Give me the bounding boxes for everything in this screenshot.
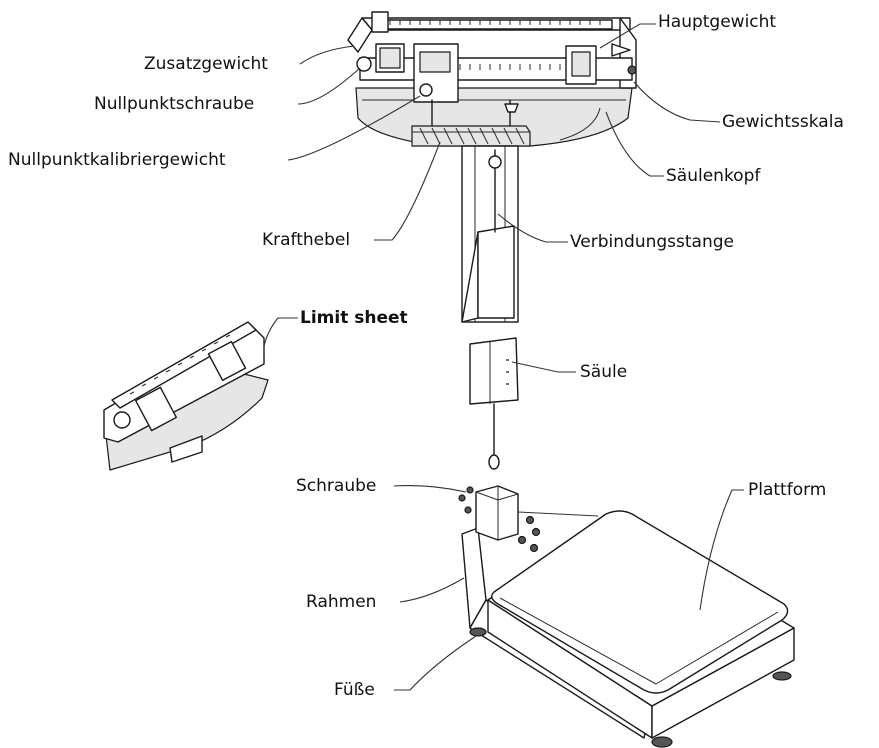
leader-zusatzgewicht [299, 45, 355, 65]
label-verbindungsstange: Verbindungsstange [570, 232, 734, 252]
leader-gewichtsskala [633, 81, 721, 123]
upper-beam [375, 19, 613, 30]
leader-nullpunktkalibriergewicht [287, 95, 421, 161]
weight-scale-ticks [459, 64, 561, 70]
label-saeulenkopf: Säulenkopf [666, 166, 761, 186]
label-saeule: Säule [580, 362, 628, 382]
label-plattform: Plattform [748, 480, 827, 500]
leader-nullpunktschraube [297, 67, 361, 105]
leader-krafthebel [374, 141, 441, 241]
fuesse-parts [469, 627, 792, 748]
saeule-part [469, 337, 519, 470]
leader-schraube-2 [517, 511, 599, 517]
label-gewichtsskala: Gewichtsskala [722, 112, 844, 132]
leader-schraube [393, 485, 467, 493]
label-limit-sheet: Limit sheet [300, 308, 408, 328]
leader-limit-sheet [263, 317, 298, 347]
label-fuesse: Füße [334, 680, 375, 700]
leader-verbindungsstange [497, 213, 568, 243]
label-nullpunktschraube: Nullpunktschraube [94, 94, 255, 114]
leader-rahmen [399, 577, 465, 603]
label-schraube: Schraube [296, 476, 377, 496]
label-hauptgewicht: Hauptgewicht [658, 12, 777, 32]
leader-plattform [699, 489, 744, 611]
plattform-part [469, 510, 795, 748]
upper-column [461, 145, 519, 323]
upper-beam-ticks [389, 20, 601, 25]
leader-saeulenkopf [605, 111, 664, 177]
krafthebel-part [411, 125, 531, 147]
label-krafthebel: Krafthebel [262, 230, 351, 250]
schraube-parts [458, 486, 541, 553]
leader-fuesse [394, 635, 477, 691]
leader-saeule [511, 361, 576, 373]
leader-lines [263, 23, 744, 691]
limit-sheet-assembly [103, 321, 269, 471]
label-rahmen: Rahmen [306, 592, 377, 612]
leader-hauptgewicht [599, 23, 656, 49]
nullpunktschraube-part [356, 56, 372, 72]
label-nullpunktkalibriergewicht: Nullpunktkalibriergewicht [8, 150, 226, 170]
label-zusatzgewicht: Zusatzgewicht [144, 54, 268, 74]
